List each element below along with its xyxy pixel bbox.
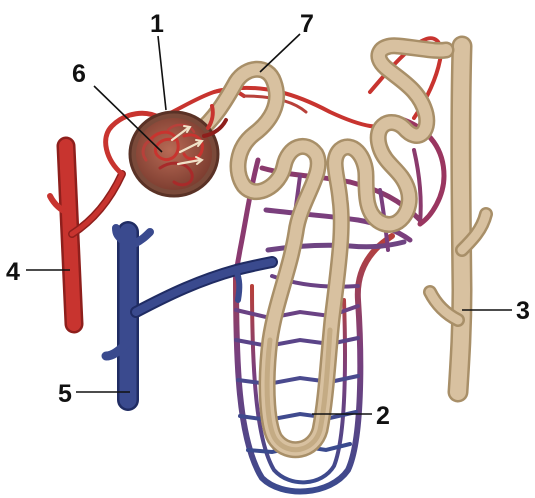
label-4: 4: [6, 258, 20, 286]
label-6: 6: [72, 60, 86, 88]
leader-7: [260, 34, 300, 72]
collecting-duct: [430, 46, 486, 392]
label-7: 7: [300, 10, 314, 38]
label-3: 3: [516, 297, 530, 325]
label-1: 1: [150, 10, 164, 38]
leader-1: [158, 36, 166, 110]
label-2: 2: [376, 402, 390, 430]
label-5: 5: [58, 380, 72, 408]
